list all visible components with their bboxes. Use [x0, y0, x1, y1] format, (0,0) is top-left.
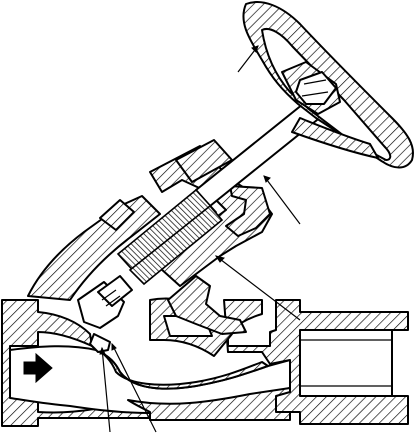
arrowhead-handwheel — [251, 45, 259, 53]
handwheel — [242, 1, 414, 169]
bonnet-nut-left — [99, 199, 135, 231]
arrowhead-bonnet — [214, 255, 225, 263]
leader-disc — [101, 347, 111, 433]
arrow-right-icon — [23, 352, 53, 384]
yoke-right — [225, 185, 271, 237]
handwheel-spoke-lower — [291, 117, 379, 159]
leader-bonnet — [215, 255, 301, 321]
valve-body — [1, 297, 409, 427]
arrowhead-seat — [111, 342, 117, 351]
leader-stem — [263, 175, 301, 225]
packing-threads — [128, 204, 224, 286]
nut-detail — [301, 79, 329, 97]
leader-lines — [99, 45, 301, 433]
body-bottom-wall — [127, 387, 291, 421]
bonnet-casting — [27, 195, 161, 301]
yoke-lower — [167, 275, 247, 335]
outlet-thread-lines — [300, 339, 392, 387]
arrowhead-disc — [99, 346, 106, 355]
body-lower-casting — [91, 345, 269, 390]
leader-seat — [111, 343, 157, 433]
arrowhead-stem — [263, 175, 271, 183]
disc-detail — [101, 289, 121, 307]
valve-stem — [77, 99, 323, 353]
outlet-bore — [299, 329, 393, 397]
